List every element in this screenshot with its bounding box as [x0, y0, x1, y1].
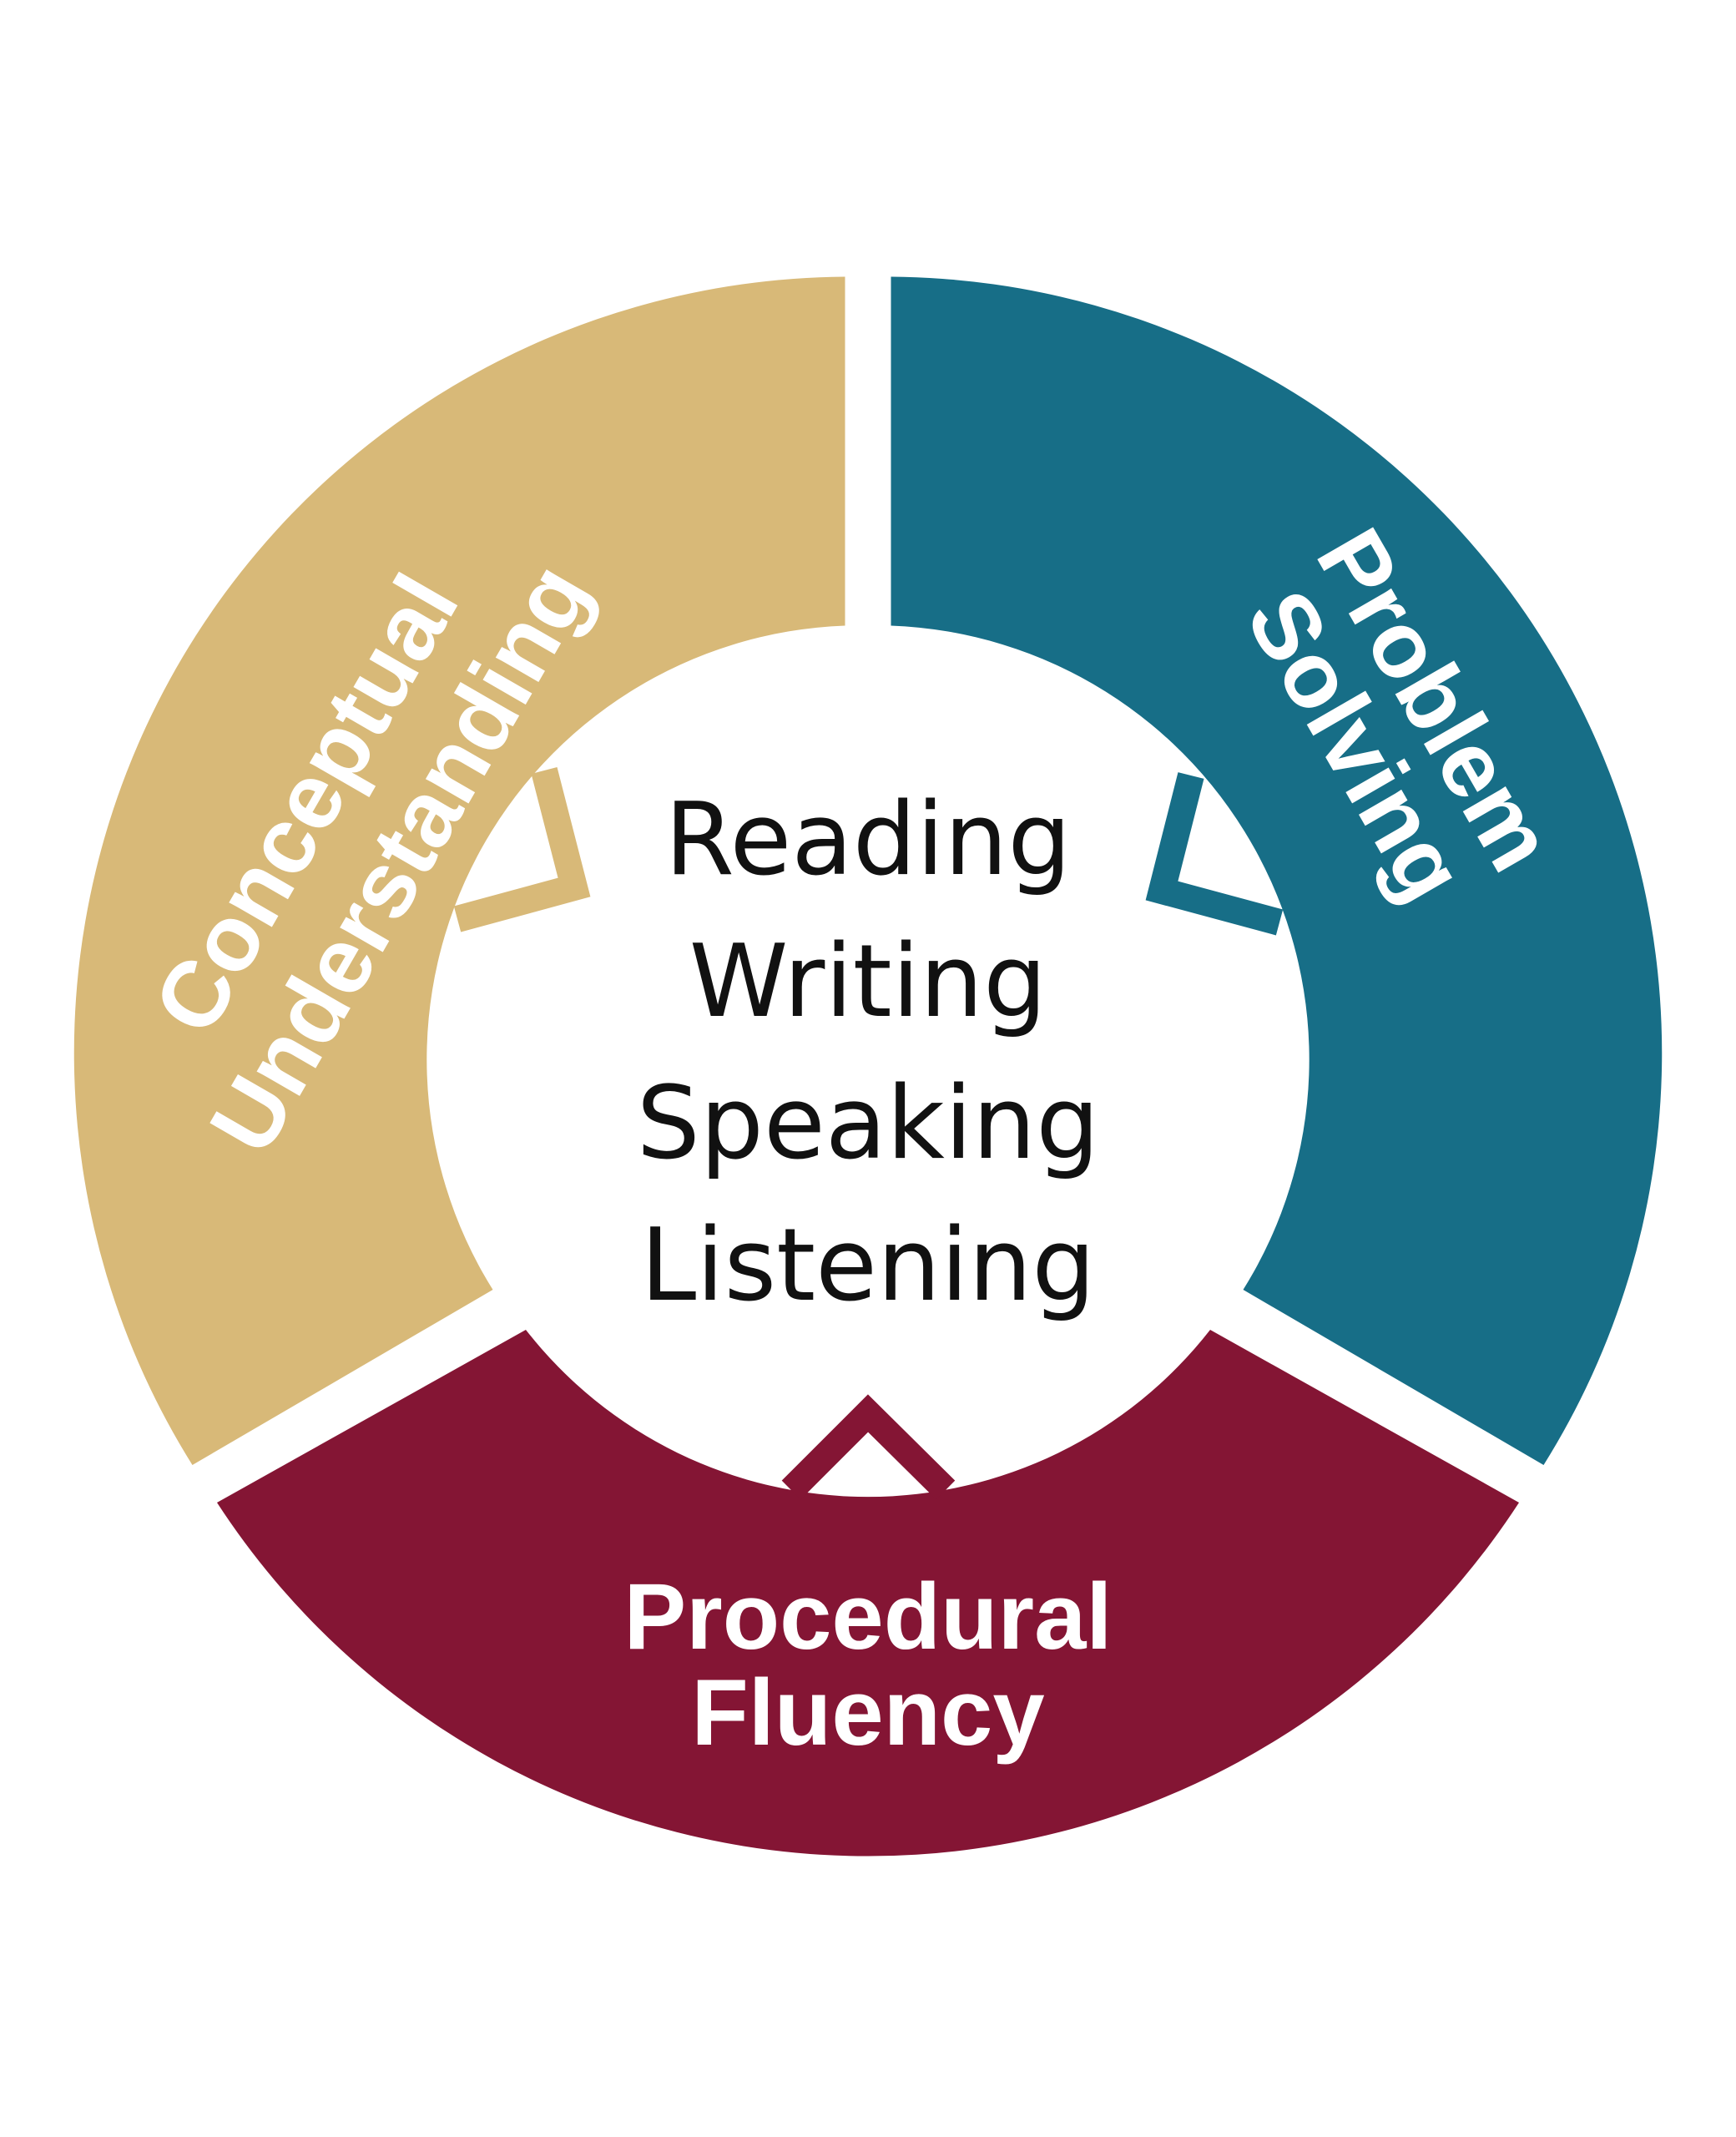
problem-solving-segment	[891, 276, 1663, 1465]
center-word-speaking: Speaking	[637, 1066, 1100, 1182]
center-word-writing: Writing	[689, 924, 1047, 1040]
center-skills-list: Reading Writing Speaking Listening	[637, 782, 1100, 1324]
center-word-reading: Reading	[664, 782, 1071, 898]
procedural-fluency-label: Procedural Fluency	[623, 1564, 1112, 1765]
problem-solving-pointer-arrow	[1145, 772, 1284, 936]
procedural-fluency-label-line1: Procedural	[623, 1564, 1112, 1669]
conceptual-pointer-arrow	[453, 767, 591, 932]
procedural-pointer-arrow	[781, 1394, 956, 1500]
conceptual-understanding-segment	[73, 276, 845, 1465]
procedural-fluency-label-line2: Fluency	[691, 1660, 1044, 1765]
procedural-fluency-segment	[217, 1330, 1519, 1857]
center-word-listening: Listening	[640, 1208, 1095, 1324]
